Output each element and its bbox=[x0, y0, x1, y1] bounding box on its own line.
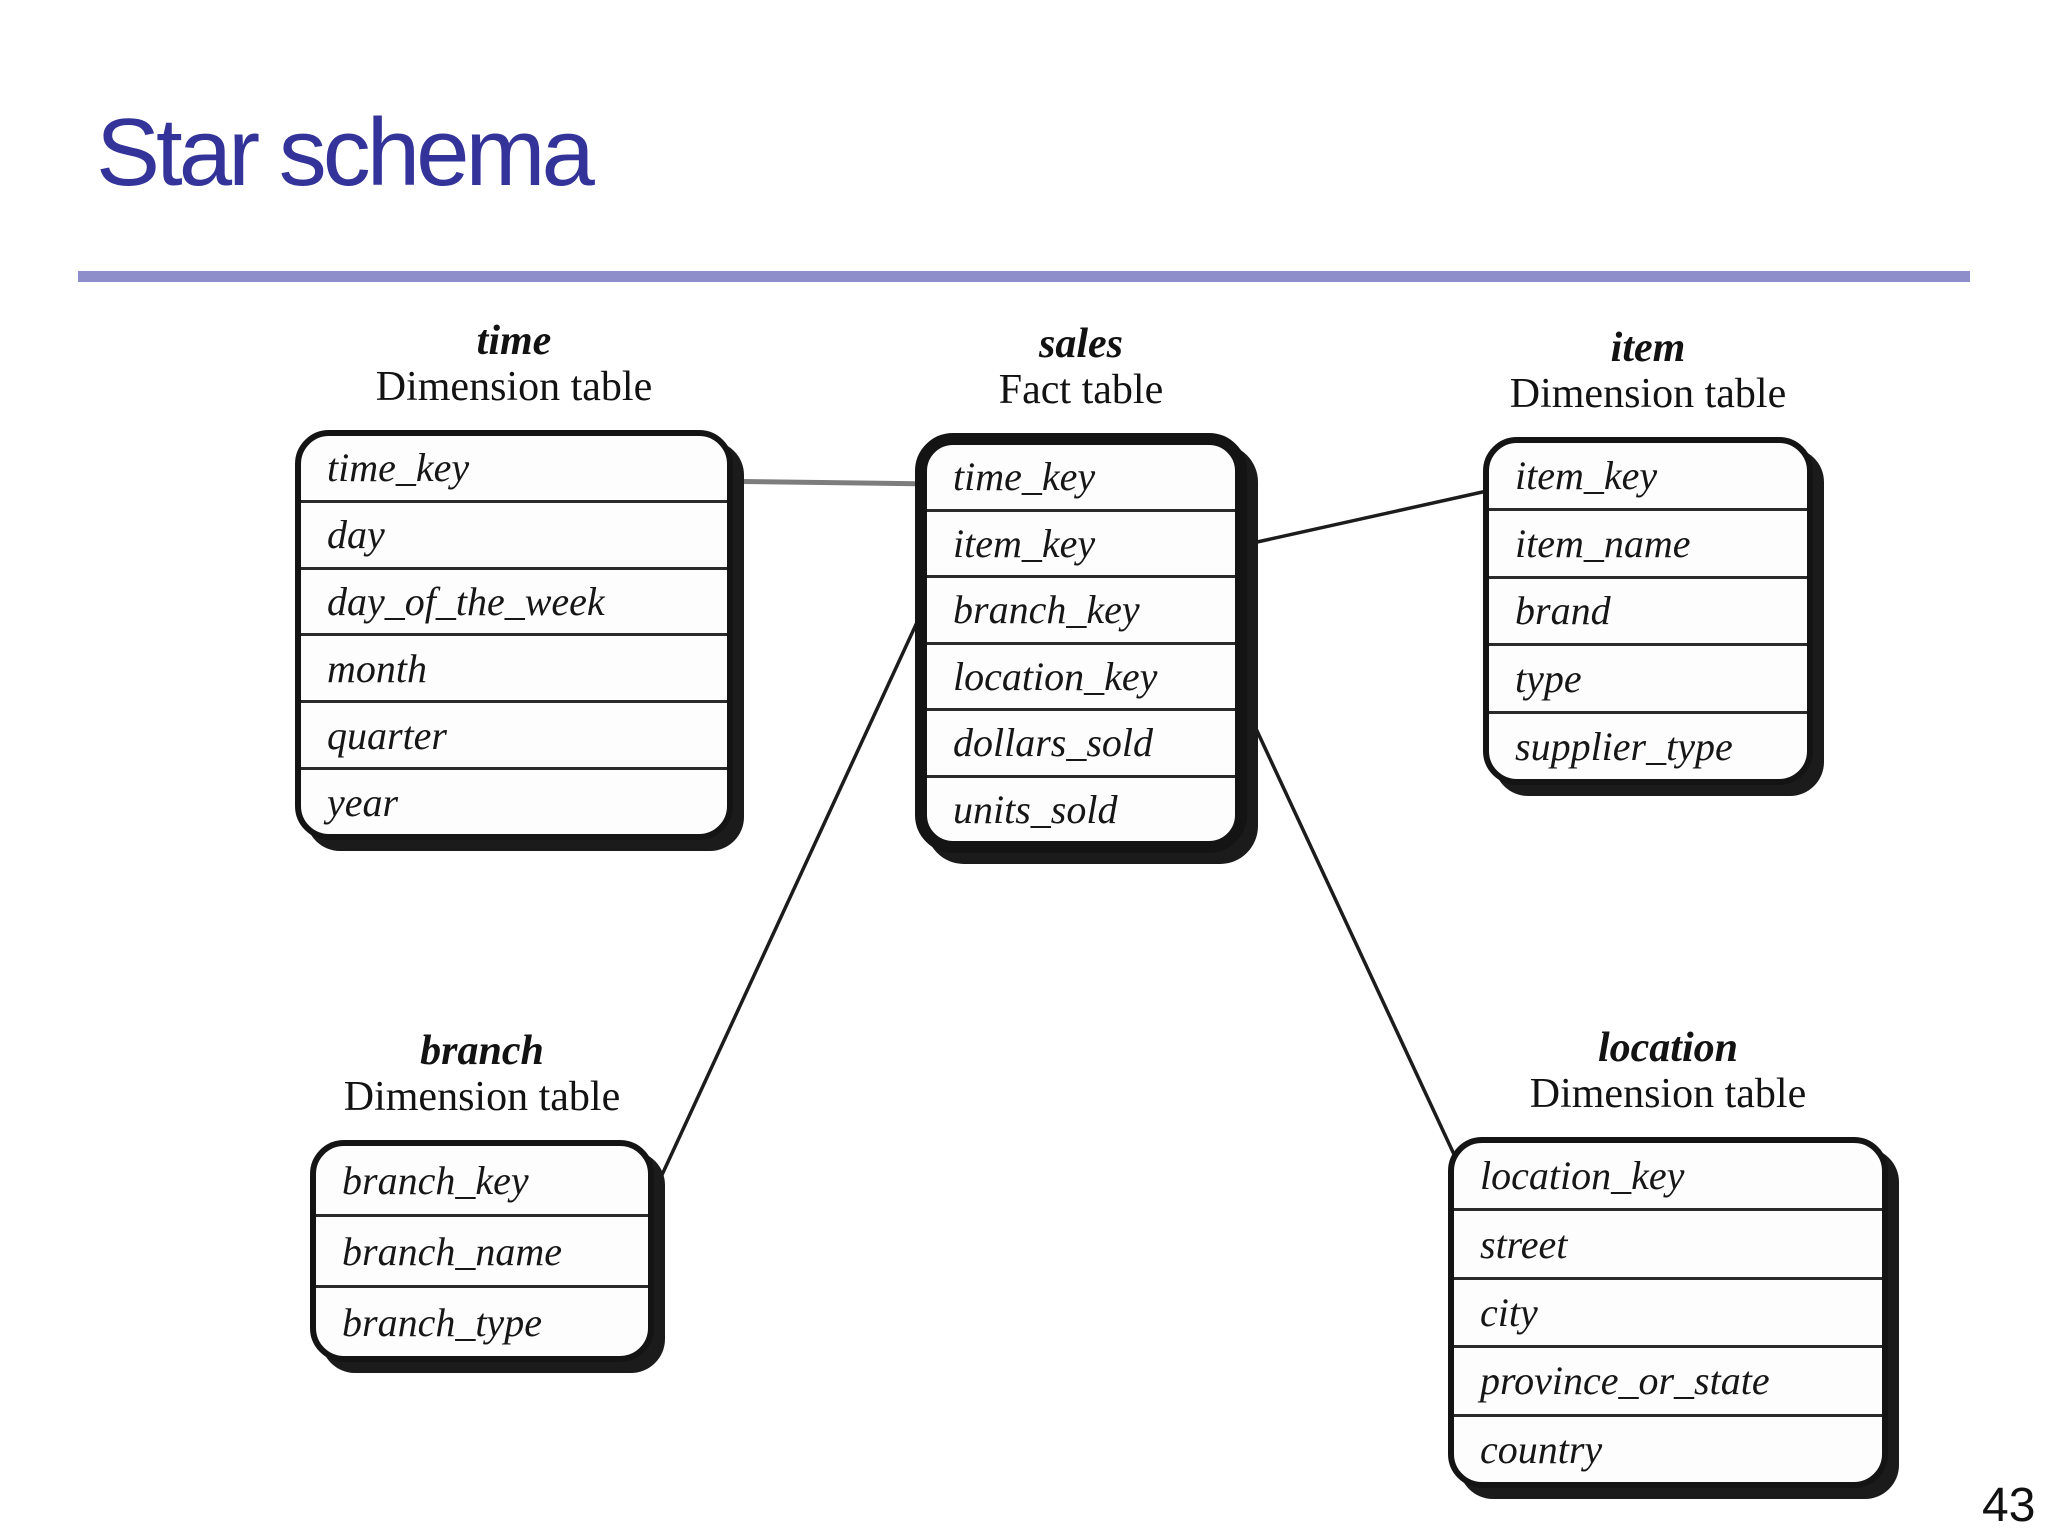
field-label: year bbox=[327, 779, 399, 825]
field-label: item_name bbox=[1515, 520, 1691, 566]
field-label: item_key bbox=[953, 520, 1096, 566]
field-label: branch_key bbox=[342, 1157, 529, 1203]
table-kind: Dimension table bbox=[1509, 371, 1787, 417]
field-label: branch_key bbox=[953, 587, 1140, 633]
table-kind: Dimension table bbox=[343, 1074, 621, 1120]
table-kind: Dimension table bbox=[1529, 1071, 1807, 1117]
page-number: 43 bbox=[1982, 1479, 2036, 1532]
table-name: time bbox=[476, 318, 552, 364]
field-row: location_key bbox=[1454, 1143, 1882, 1208]
field-label: dollars_sold bbox=[953, 720, 1154, 766]
table-name: location bbox=[1597, 1025, 1738, 1071]
field-row: day bbox=[301, 499, 727, 567]
page-title: Star schema bbox=[96, 99, 595, 206]
field-row: type bbox=[1489, 643, 1807, 711]
field-label: brand bbox=[1515, 588, 1611, 634]
title-divider bbox=[78, 271, 1970, 282]
table-box: branch_key branch_name branch_type bbox=[310, 1140, 654, 1362]
table-name: sales bbox=[1039, 321, 1123, 367]
table-card-location: location Dimension table location_key st… bbox=[1448, 1025, 1888, 1488]
table-box: location_key street city province_or_sta… bbox=[1448, 1137, 1888, 1488]
field-row: day_of_the_week bbox=[301, 566, 727, 634]
field-row: country bbox=[1454, 1413, 1882, 1482]
table-kind: Fact table bbox=[998, 367, 1164, 413]
field-label: quarter bbox=[327, 712, 447, 758]
field-label: time_key bbox=[953, 454, 1096, 500]
field-label: supplier_type bbox=[1515, 724, 1733, 770]
field-label: street bbox=[1480, 1221, 1568, 1267]
field-row: item_name bbox=[1489, 507, 1807, 576]
field-label: day bbox=[327, 512, 385, 558]
field-row: city bbox=[1454, 1276, 1882, 1345]
field-row: location_key bbox=[927, 641, 1235, 709]
field-row: branch_type bbox=[316, 1285, 648, 1356]
field-row: branch_key bbox=[927, 575, 1235, 642]
table-card-item: item Dimension table item_key item_name … bbox=[1483, 325, 1813, 785]
field-row: brand bbox=[1489, 575, 1807, 644]
table-card-time: time Dimension table time_key day day_of… bbox=[295, 318, 733, 840]
field-row: street bbox=[1454, 1208, 1882, 1276]
table-kind: Dimension table bbox=[375, 364, 653, 410]
relation-line-sales-branch bbox=[653, 604, 927, 1191]
field-row: time_key bbox=[927, 445, 1235, 509]
field-row: item_key bbox=[927, 508, 1235, 576]
field-row: branch_key bbox=[316, 1146, 648, 1214]
field-label: day_of_the_week bbox=[327, 579, 605, 625]
field-label: province_or_state bbox=[1480, 1358, 1770, 1404]
relation-line-sales-item bbox=[1229, 485, 1506, 550]
field-row: item_key bbox=[1489, 443, 1807, 508]
field-label: time_key bbox=[327, 445, 470, 491]
table-name: branch bbox=[420, 1028, 544, 1074]
table-box: item_key item_name brand type supplier_t… bbox=[1483, 437, 1813, 785]
table-box: time_key day day_of_the_week month quart… bbox=[295, 430, 733, 840]
field-row: units_sold bbox=[927, 774, 1235, 842]
field-label: type bbox=[1515, 656, 1582, 702]
field-label: units_sold bbox=[953, 786, 1118, 832]
field-label: item_key bbox=[1515, 452, 1658, 498]
field-label: month bbox=[327, 645, 427, 691]
field-label: city bbox=[1480, 1290, 1538, 1336]
table-name: item bbox=[1610, 325, 1686, 371]
field-label: country bbox=[1480, 1426, 1603, 1472]
field-row: month bbox=[301, 633, 727, 700]
field-row: quarter bbox=[301, 700, 727, 767]
table-card-sales: sales Fact table time_key item_key branc… bbox=[915, 321, 1247, 853]
relation-line-sales-time bbox=[699, 478, 936, 487]
field-row: province_or_state bbox=[1454, 1345, 1882, 1413]
field-label: branch_type bbox=[342, 1299, 542, 1345]
field-row: dollars_sold bbox=[927, 708, 1235, 775]
field-row: time_key bbox=[301, 436, 727, 500]
table-card-branch: branch Dimension table branch_key branch… bbox=[310, 1028, 654, 1362]
relation-line-sales-location bbox=[1236, 689, 1467, 1179]
table-box: time_key item_key branch_key location_ke… bbox=[915, 433, 1247, 853]
field-label: location_key bbox=[1480, 1153, 1685, 1199]
field-row: branch_name bbox=[316, 1214, 648, 1285]
field-row: supplier_type bbox=[1489, 711, 1807, 779]
field-label: location_key bbox=[953, 653, 1158, 699]
field-row: year bbox=[301, 767, 727, 834]
field-label: branch_name bbox=[342, 1228, 562, 1274]
